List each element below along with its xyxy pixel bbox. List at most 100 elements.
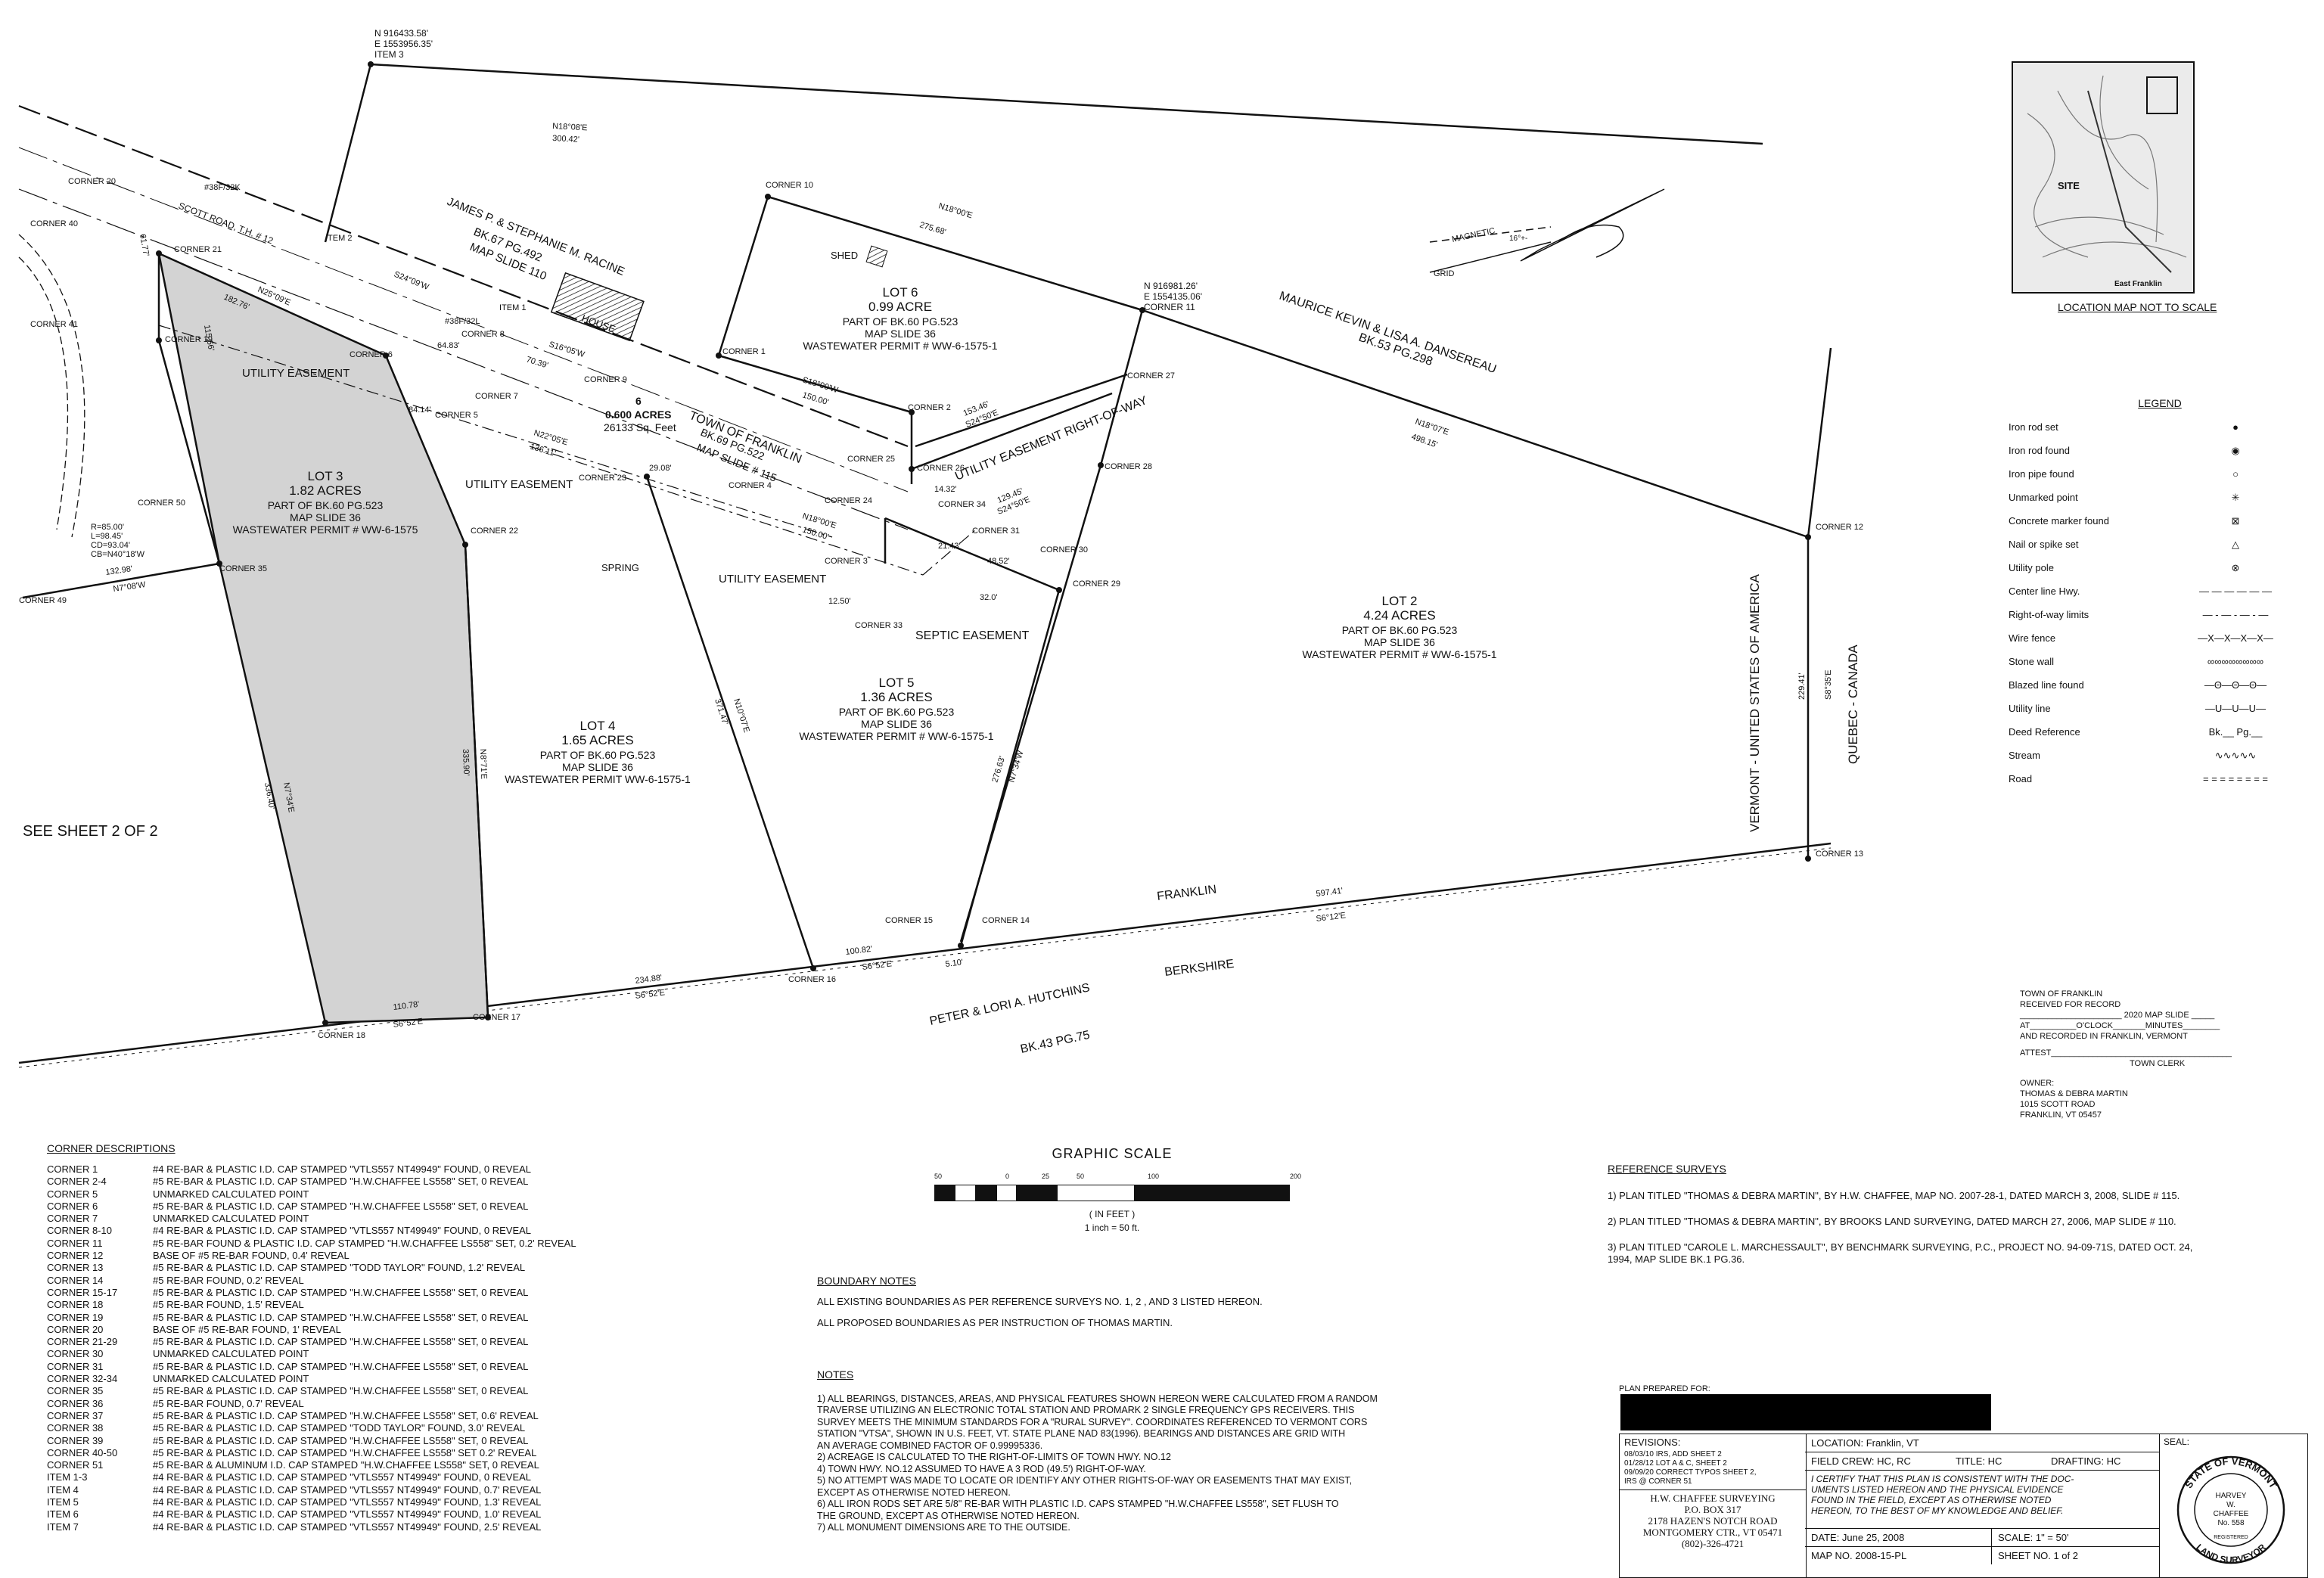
corner-detail: #5 RE-BAR FOUND & PLASTIC I.D. CAP STAMP…: [153, 1237, 576, 1249]
corner-detail: #5 RE-BAR & PLASTIC I.D. CAP STAMPED "H.…: [153, 1176, 529, 1188]
map-no-field: MAP NO. 2008-15-PL: [1805, 1547, 1992, 1564]
corner-id: CORNER 12: [47, 1250, 104, 1262]
svg-text:CORNER 4: CORNER 4: [729, 481, 772, 490]
scale-field: SCALE: 1" = 50': [1998, 1532, 2069, 1543]
certify-line: I CERTIFY THAT THIS PLAN IS CONSISTENT W…: [1811, 1474, 2074, 1484]
corner-id: CORNER 2-4: [47, 1176, 107, 1188]
seal-name: HARVEY: [2216, 1492, 2247, 1500]
recording-line: TOWN OF FRANKLIN: [2020, 989, 2103, 999]
seal-label: SEAL:: [2164, 1437, 2190, 1447]
corner-description-row: CORNER 11#5 RE-BAR FOUND & PLASTIC I.D. …: [47, 1238, 819, 1250]
title-block: REVISIONS: 08/03/10 IRS, ADD SHEET 2 01/…: [1619, 1434, 2315, 1578]
svg-text:S6°52'E: S6°52'E: [862, 959, 893, 972]
corner-description-row: CORNER 21-29#5 RE-BAR & PLASTIC I.D. CAP…: [47, 1336, 819, 1348]
declination-label: 16°+-: [1509, 235, 1527, 243]
svg-text:CORNER 41: CORNER 41: [30, 320, 78, 329]
svg-text:MAP SLIDE 36: MAP SLIDE 36: [562, 761, 633, 773]
svg-text:0.99 ACRE: 0.99 ACRE: [868, 300, 932, 314]
corner-detail: #5 RE-BAR & PLASTIC I.D. CAP STAMPED "H.…: [153, 1200, 529, 1212]
reference-line: 1) PLAN TITLED "THOMAS & DEBRA MARTIN", …: [1608, 1190, 2180, 1201]
lot5-label: LOT 5 1.36 ACRES PART OF BK.60 PG.523 MA…: [799, 676, 993, 742]
corner-detail: #5 RE-BAR & PLASTIC I.D. CAP STAMPED "TO…: [153, 1422, 526, 1434]
location-map: [2012, 61, 2195, 294]
lot-boundaries: [22, 63, 1832, 1018]
legend-item: Utility pole⊗: [2009, 556, 2311, 579]
note-line: TRAVERSE UTILIZING AN ELECTRONIC TOTAL S…: [817, 1405, 1355, 1415]
corner-id: CORNER 31: [47, 1360, 104, 1372]
svg-text:MAP SLIDE 36: MAP SLIDE 36: [1364, 636, 1435, 648]
corner-description-row: CORNER 15-17#5 RE-BAR & PLASTIC I.D. CAP…: [47, 1287, 819, 1299]
revisions-label: REVISIONS:: [1624, 1437, 1681, 1448]
scale-tick-label: 25: [1042, 1173, 1050, 1180]
corner-description-row: CORNER 6#5 RE-BAR & PLASTIC I.D. CAP STA…: [47, 1201, 819, 1213]
corner-detail: #4 RE-BAR & PLASTIC I.D. CAP STAMPED "VT…: [153, 1496, 542, 1508]
shed-label: SHED: [831, 250, 858, 261]
scale-tick-label: 100: [1148, 1173, 1160, 1180]
corner-description-row: CORNER 14#5 RE-BAR FOUND, 0.2' REVEAL: [47, 1275, 819, 1287]
item3-north: N 916433.58': [374, 28, 428, 39]
quebec-border-label: QUEBEC - CANADA: [1846, 645, 1860, 764]
svg-text:S16°05'W: S16°05'W: [548, 340, 586, 359]
legend-item-label: Iron rod set: [2009, 421, 2058, 433]
seal-number: No. 558: [2217, 1519, 2244, 1527]
item3-label: ITEM 3: [374, 49, 404, 60]
note-line: 6) ALL IRON RODS SET ARE 5/8" RE-BAR WIT…: [817, 1499, 1339, 1509]
corner-detail: #5 RE-BAR & PLASTIC I.D. CAP STAMPED "H.…: [153, 1360, 529, 1372]
owner-line: THOMAS & DEBRA MARTIN: [2020, 1089, 2128, 1098]
svg-text:CORNER 8: CORNER 8: [461, 330, 505, 339]
corner-detail: UNMARKED CALCULATED POINT: [153, 1188, 309, 1200]
svg-text:6: 6: [635, 395, 642, 407]
corner-detail: #5 RE-BAR FOUND, 0.2' REVEAL: [153, 1274, 304, 1286]
legend-item-symbol: = = = = = = = =: [2202, 773, 2269, 784]
dansereau-owner: MAURICE KEVIN & LISA A. DANSEREAU: [1278, 290, 1498, 376]
company-line: 2178 HAZEN'S NOTCH ROAD: [1648, 1515, 1778, 1527]
legend-item: Iron pipe found○: [2009, 462, 2311, 486]
recording-line: TOWN CLERK: [2130, 1059, 2186, 1068]
svg-text:300.42': 300.42': [552, 134, 579, 144]
svg-text:CORNER 12: CORNER 12: [1816, 523, 1863, 532]
seal-bottom-text: LAND SURVEYOR: [2194, 1542, 2268, 1565]
svg-text:CORNER 31: CORNER 31: [972, 527, 1020, 536]
legend-item: Utility line—U—U—U—: [2009, 697, 2311, 720]
svg-text:CORNER 3: CORNER 3: [825, 557, 868, 566]
svg-text:CORNER 7: CORNER 7: [475, 392, 518, 401]
svg-text:MAP SLIDE 36: MAP SLIDE 36: [290, 511, 361, 523]
svg-text:LOT 3: LOT 3: [308, 469, 343, 483]
svg-text:21.43': 21.43': [938, 542, 961, 551]
corner-id: CORNER 15-17: [47, 1286, 118, 1298]
easement-lines: [158, 325, 977, 576]
legend-item: Wire fence—X—X—X—X—: [2009, 626, 2311, 650]
legend-item-label: Right-of-way limits: [2009, 609, 2089, 620]
plan-prepared-for: PLAN PREPARED FOR:: [1619, 1384, 1710, 1393]
reference-line: 2) PLAN TITLED "THOMAS & DEBRA MARTIN", …: [1608, 1216, 2176, 1227]
svg-text:150.00': 150.00': [801, 390, 830, 407]
seal-top-text: STATE OF VERMONT: [2183, 1455, 2279, 1490]
scale-tick-label: 0: [1005, 1173, 1010, 1180]
corner-description-row: CORNER 1#4 RE-BAR & PLASTIC I.D. CAP STA…: [47, 1163, 819, 1176]
hutchins-book: BK.43 PG.75: [1019, 1029, 1091, 1056]
corner-detail: #5 RE-BAR & ALUMINUM I.D. CAP STAMPED "H…: [153, 1459, 539, 1471]
revisions-cell: REVISIONS: 08/03/10 IRS, ADD SHEET 2 01/…: [1619, 1434, 1807, 1578]
svg-text:CORNER 21: CORNER 21: [174, 245, 222, 254]
seal-registered: REGISTERED: [2214, 1535, 2248, 1540]
legend-item-symbol: ○: [2232, 468, 2239, 480]
franklin-label: FRANKLIN: [1156, 883, 1217, 903]
corner-id: CORNER 51: [47, 1459, 104, 1471]
svg-text:CD=93.04': CD=93.04': [91, 541, 130, 550]
svg-text:498.15': 498.15': [1410, 432, 1439, 449]
seal-name: W.: [2226, 1501, 2235, 1509]
corner-description-row: CORNER 40-50#5 RE-BAR & PLASTIC I.D. CAP…: [47, 1447, 819, 1459]
svg-text:CORNER 26: CORNER 26: [917, 464, 965, 473]
svg-text:CORNER 25: CORNER 25: [847, 455, 895, 464]
c11-north: N 916981.26': [1144, 281, 1198, 291]
corner-id: CORNER 21-29: [47, 1336, 118, 1348]
recording-line: ______________________ 2020 MAP SLIDE __…: [2020, 1011, 2215, 1020]
see-sheet-label: SEE SHEET 2 OF 2: [23, 823, 158, 840]
corner-id: CORNER 37: [47, 1409, 104, 1421]
svg-text:CORNER 24: CORNER 24: [825, 496, 872, 505]
legend-item-symbol: ✳: [2231, 491, 2240, 503]
svg-text:LAND SURVEYOR: LAND SURVEYOR: [2194, 1542, 2268, 1565]
svg-text:WASTEWATER PERMIT WW-6-1575-1: WASTEWATER PERMIT WW-6-1575-1: [505, 773, 691, 785]
title-field: TITLE: HC: [1956, 1455, 2002, 1467]
